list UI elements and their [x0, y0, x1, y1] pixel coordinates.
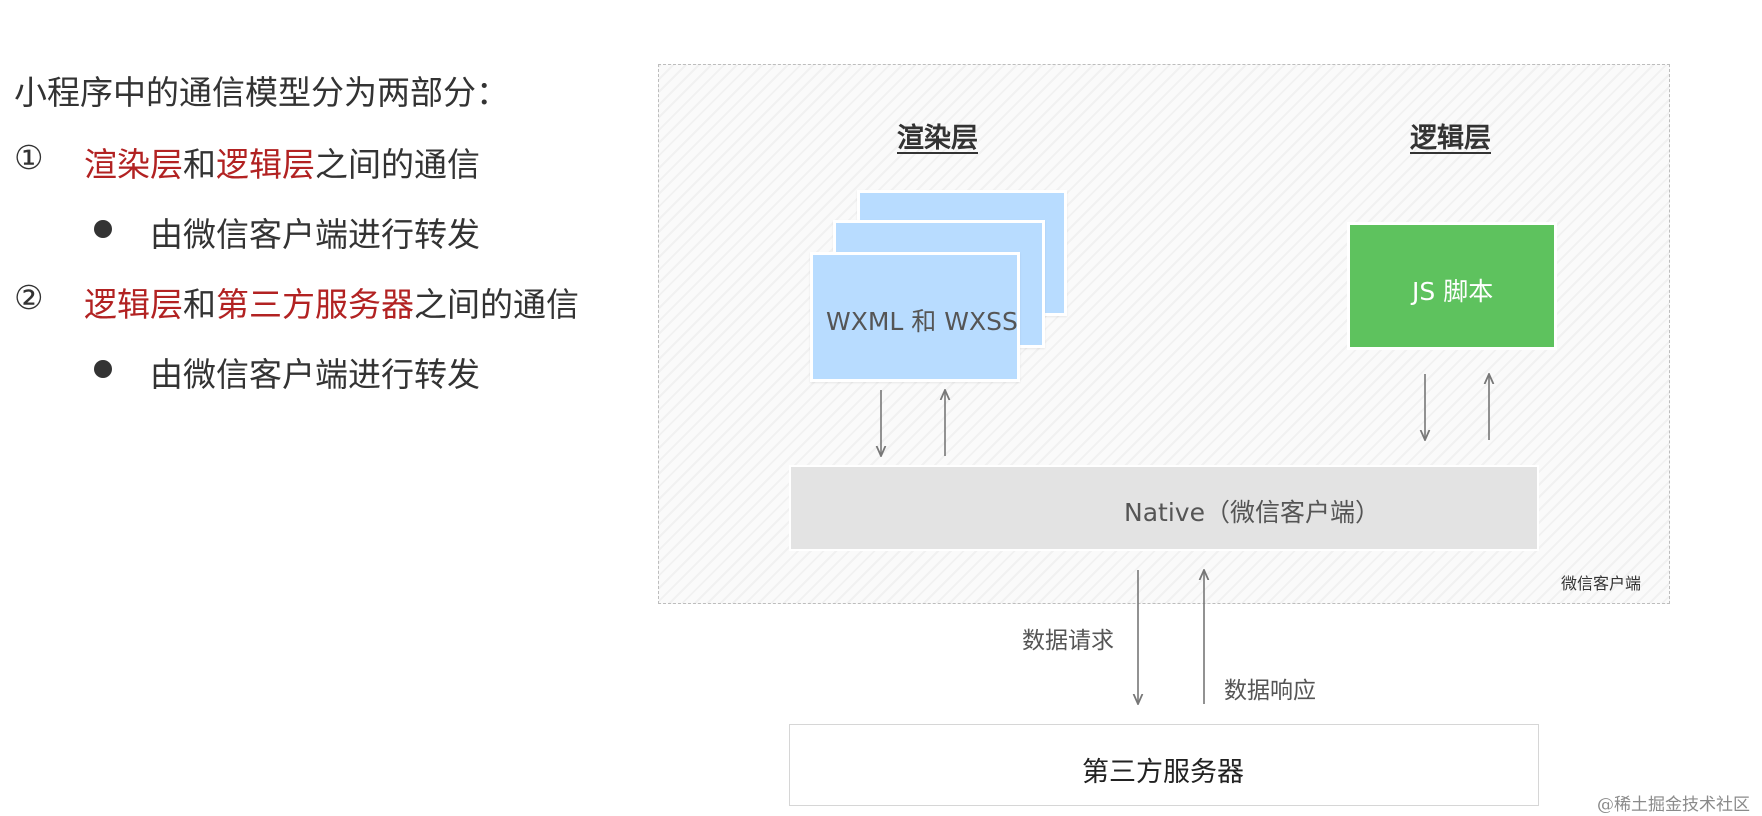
third-party-server-text: 第三方服务器 — [1082, 757, 1244, 788]
render-native-arrows — [881, 390, 945, 456]
bullet-dot — [94, 220, 112, 238]
item-2-sub: 由微信客户端进行转发 — [150, 355, 480, 394]
watermark: @稀土掘金技术社区 — [1597, 795, 1750, 815]
native-bar — [789, 465, 1539, 551]
data-request-label: 数据请求 — [1022, 628, 1114, 654]
item-2-part-a: 逻辑层 — [84, 285, 183, 324]
bullet-dot — [94, 360, 112, 378]
item-1-marker: ① — [14, 138, 44, 177]
item-1-part-a: 渲染层 — [84, 145, 183, 184]
item-1-tail: 之间的通信 — [315, 145, 480, 184]
item-2-tail: 之间的通信 — [414, 285, 579, 324]
wechat-client-label: 微信客户端 — [1561, 574, 1642, 593]
native-server-arrows — [1138, 570, 1204, 704]
logic-layer-title: 逻辑层 — [1410, 123, 1491, 154]
item-2-join: 和 — [183, 285, 216, 324]
heading-text: 小程序中的通信模型分为两部分： — [14, 73, 509, 112]
render-layer-title: 渲染层 — [897, 123, 978, 154]
item-1-part-b: 逻辑层 — [216, 145, 315, 184]
third-party-server-box — [789, 724, 1539, 806]
data-response-label: 数据响应 — [1224, 678, 1316, 704]
item-1-text: 渲染层和逻辑层之间的通信 — [84, 138, 480, 186]
js-script-box — [1347, 222, 1557, 350]
render-card-front — [810, 252, 1020, 382]
render-card-text: WXML 和 WXSS — [826, 307, 1018, 336]
item-2-text: 逻辑层和第三方服务器之间的通信 — [84, 278, 579, 326]
item-2-marker: ② — [14, 278, 44, 317]
native-text: Native（微信客户端） — [1124, 498, 1380, 527]
item-2-part-b: 第三方服务器 — [216, 285, 414, 324]
logic-native-arrows — [1425, 374, 1489, 440]
item-1-sub: 由微信客户端进行转发 — [150, 215, 480, 254]
js-script-text: JS 脚本 — [1412, 277, 1494, 306]
item-1-join: 和 — [183, 145, 216, 184]
